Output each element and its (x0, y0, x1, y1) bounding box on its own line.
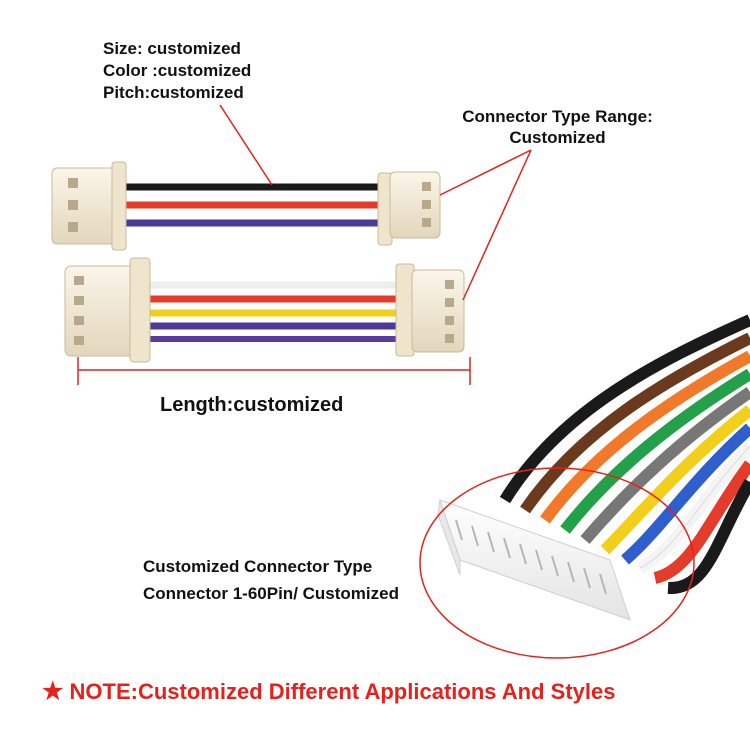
top-cable-wires (118, 183, 389, 227)
connector-range-line2: Customized (509, 128, 606, 147)
note-banner: ★NOTE:Customized Different Applications … (42, 677, 616, 706)
star-icon: ★ (42, 678, 64, 705)
bottom-cable-assembly (64, 257, 465, 363)
bottom-cable-wires (136, 281, 409, 342)
custom-connector-label: Customized Connector Type Connector 1-60… (143, 553, 399, 607)
color-label: Color :customized (103, 61, 252, 80)
annotation-lines (77, 104, 695, 659)
top-right-connector (377, 171, 441, 246)
custom-type-line2: Connector 1-60Pin/ Customized (143, 584, 399, 603)
multi-pin-connector (437, 499, 631, 621)
multi-wire-cable (499, 314, 750, 594)
connector-range-line1: Connector Type Range: (462, 107, 653, 126)
top-cable-assembly (51, 161, 441, 251)
bottom-left-connector (64, 257, 151, 363)
note-text: NOTE:Customized Different Applications A… (69, 679, 616, 704)
connector-range-label: Connector Type Range: Customized (450, 106, 665, 148)
spec-labels: Size: customized Color :customized Pitch… (103, 38, 251, 104)
bottom-right-connector (395, 263, 465, 357)
size-label: Size: customized (103, 39, 241, 58)
pitch-label: Pitch:customized (103, 83, 244, 102)
custom-type-line1: Customized Connector Type (143, 557, 373, 576)
top-left-connector (51, 161, 127, 251)
length-label: Length:customized (160, 394, 344, 416)
